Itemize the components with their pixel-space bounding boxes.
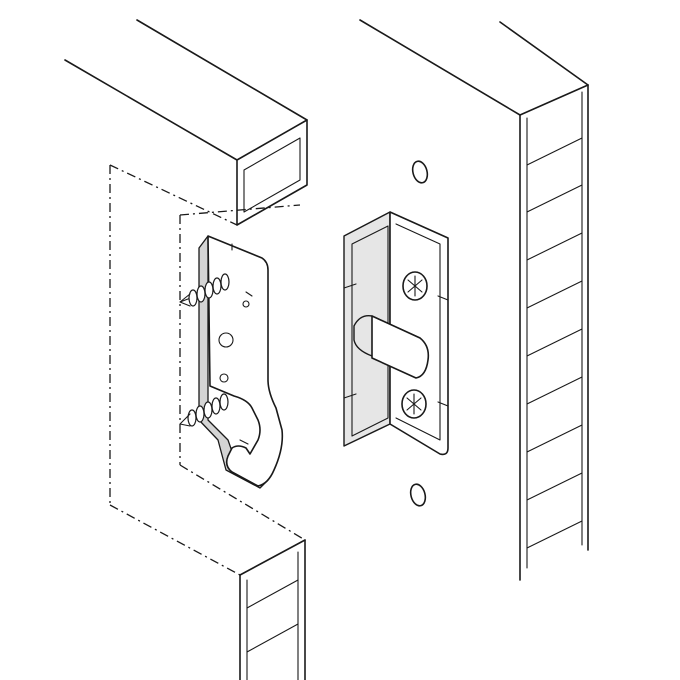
hook-pin [353, 315, 430, 379]
receiver-bracket [343, 211, 449, 456]
hidden-panel-outline [109, 164, 306, 576]
right-panel [359, 19, 589, 581]
left-lower-panel [239, 539, 306, 680]
screw-lower-icon [179, 393, 229, 427]
screw-head-lower-icon [401, 389, 427, 419]
screw-upper-icon [179, 273, 230, 307]
screw-head-upper-icon [402, 271, 428, 301]
panel-edge-ladder [526, 137, 583, 549]
left-upper-panel [64, 19, 308, 226]
hook-bracket [198, 235, 284, 489]
